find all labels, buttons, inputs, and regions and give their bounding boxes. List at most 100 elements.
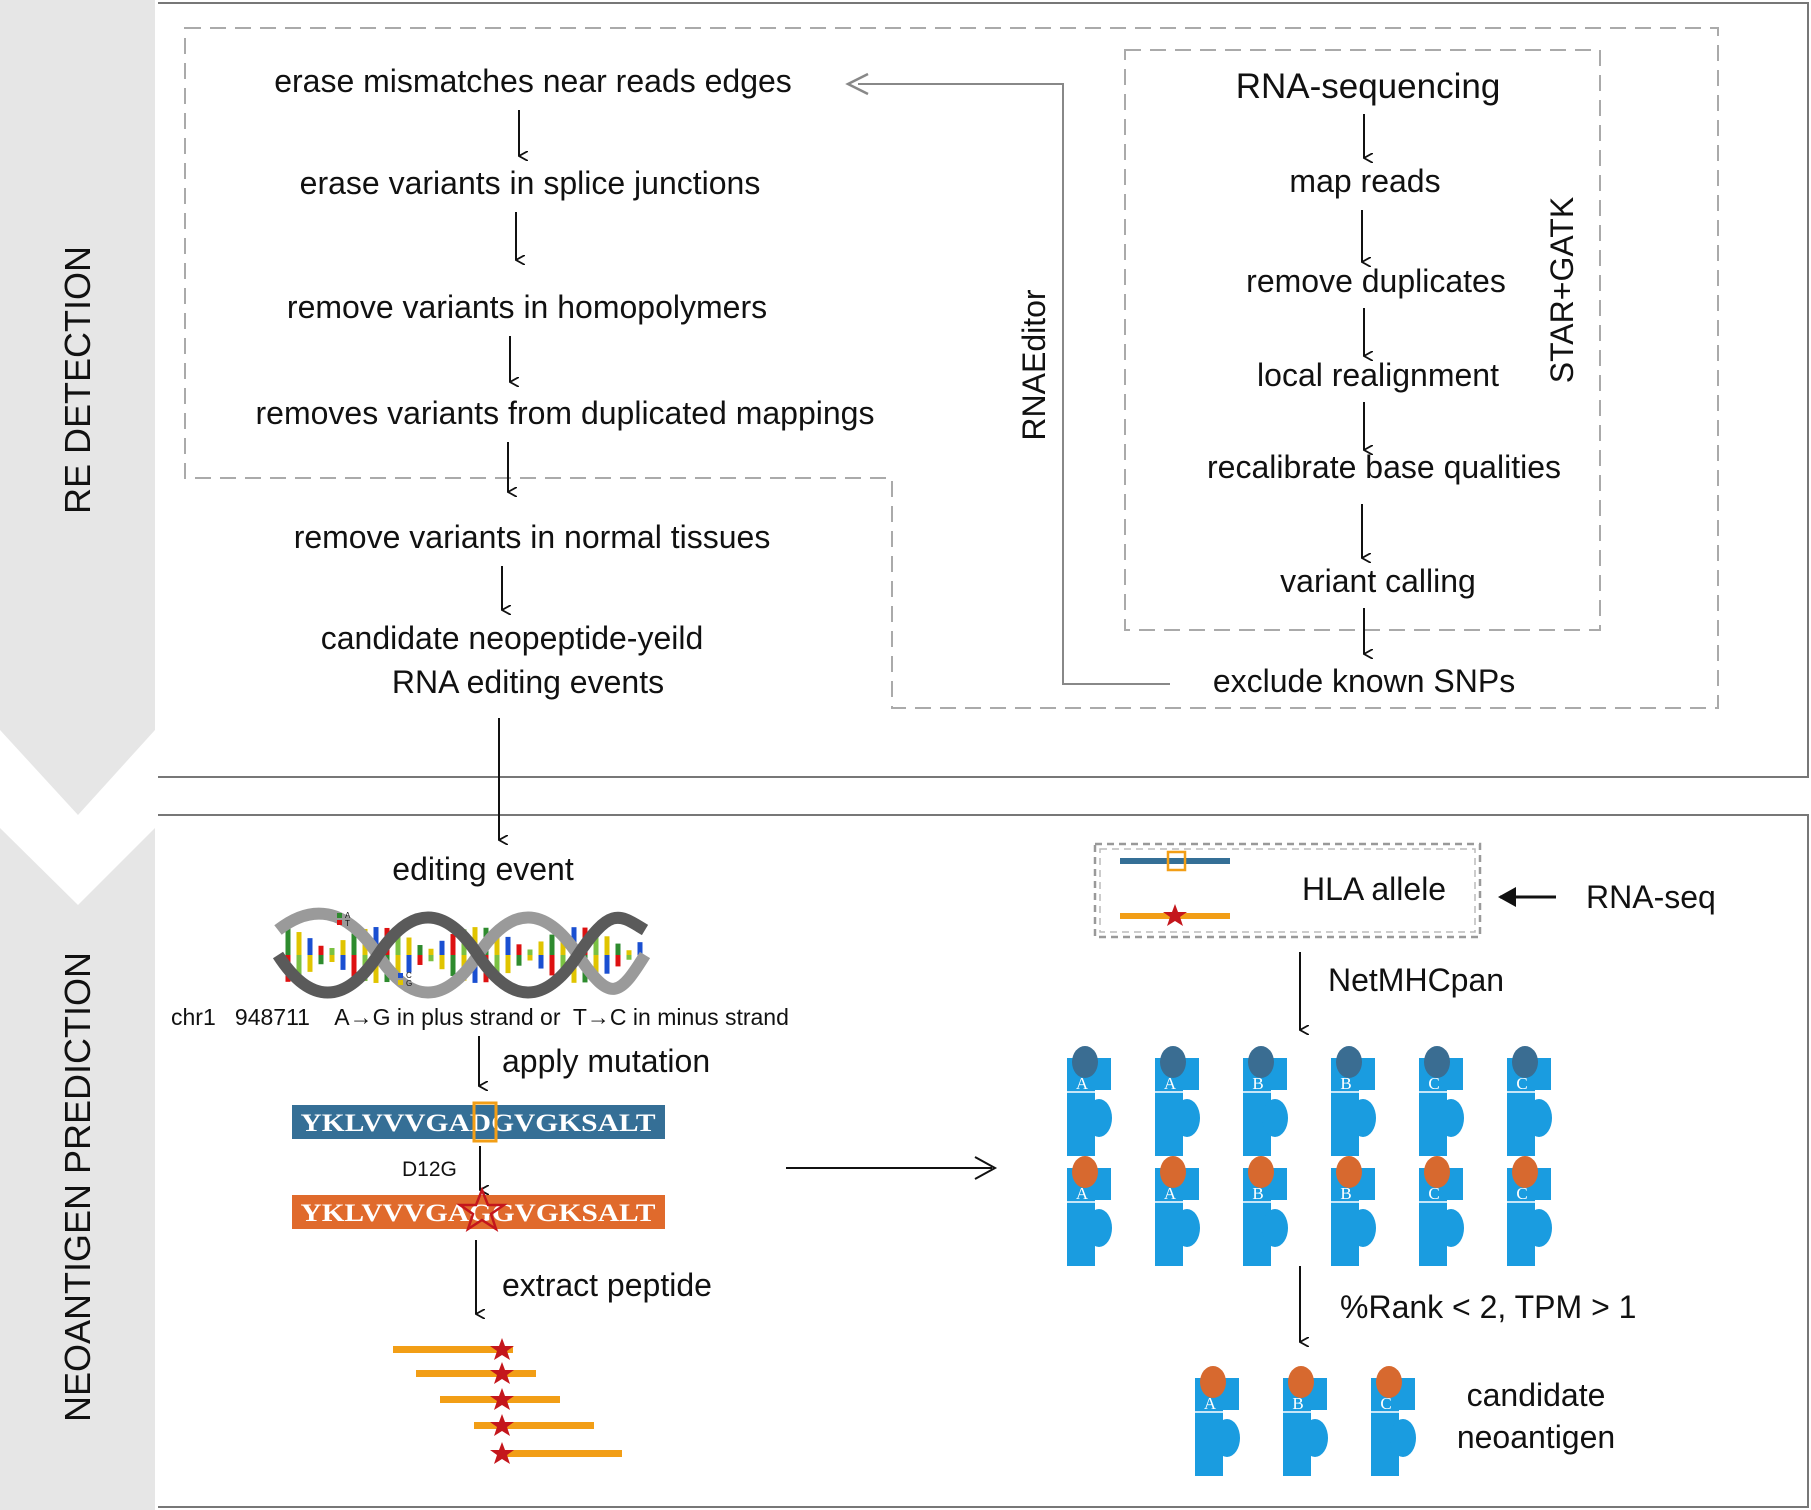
step-duplicated-mappings: removes variants from duplicated mapping… (256, 395, 875, 431)
extracted-peptides (393, 1338, 622, 1464)
mutation-star-outline (455, 1186, 509, 1232)
mhc-alpha-domain (1447, 1168, 1463, 1200)
mhc-allele-label: A (1076, 1184, 1089, 1203)
rnaeditor-connector-arrowhead (845, 72, 869, 96)
mhc-beta2m (1350, 1099, 1376, 1137)
star-gatk-steps: RNA-sequencing map reads remove duplicat… (1207, 67, 1561, 699)
mhc-beta2m (1350, 1209, 1376, 1247)
mhc-alpha-domain (1183, 1168, 1199, 1200)
mhc-molecule: C (1371, 1366, 1416, 1476)
mutation-star (490, 1362, 514, 1384)
candidate-mhc-group: A B C (1195, 1366, 1416, 1476)
mhc-molecule: A (1067, 1156, 1112, 1266)
mhc-molecule: A (1067, 1046, 1112, 1156)
dna-legend-g-marker (398, 980, 403, 985)
mhc-molecule: A (1155, 1156, 1200, 1266)
dna-helix-illustration: A T C G (272, 907, 651, 999)
step-remove-duplicates: remove duplicates (1246, 263, 1506, 299)
hla-allele-box (1093, 842, 1482, 939)
mhc-molecule: A (1195, 1366, 1240, 1476)
arrow-rna-seq-head (1498, 887, 1516, 907)
hla-mutant-star (1163, 904, 1187, 926)
peptide-fragment (474, 1422, 594, 1429)
dna-strand-front (272, 911, 649, 999)
apply-mutation-label: apply mutation (502, 1043, 710, 1079)
mutation-label: D12G (402, 1158, 457, 1181)
mhc-peptide (1248, 1046, 1274, 1078)
star-gatk-arrows (1361, 114, 1364, 654)
step-erase-mismatches: erase mismatches near reads edges (274, 63, 792, 99)
mhc-alpha-domain (1311, 1378, 1327, 1410)
step-recalibrate-base: recalibrate base qualities (1207, 449, 1561, 485)
mhc-allele-label: B (1292, 1394, 1303, 1413)
step-variant-calling: variant calling (1280, 563, 1476, 599)
mhc-alpha-domain (1535, 1058, 1551, 1090)
mhc-alpha-domain (1271, 1168, 1287, 1200)
mhc-allele-label: B (1340, 1074, 1351, 1093)
sidebar-band-neoantigen (0, 828, 155, 1510)
mhc-allele-label: C (1380, 1394, 1391, 1413)
mhc-alpha-domain (1399, 1378, 1415, 1410)
mhc-alpha-domain (1359, 1058, 1375, 1090)
rnaeditor-arrows (501, 110, 519, 610)
neoantigen-frame (158, 814, 1809, 1508)
mhc-peptide (1512, 1046, 1538, 1078)
mhc-allele-label: A (1076, 1074, 1089, 1093)
mhc-peptide (1424, 1156, 1450, 1188)
mutation-site-highlight (472, 1101, 498, 1143)
mhc-peptide (1248, 1156, 1274, 1188)
mhc-molecule: C (1419, 1156, 1464, 1266)
mhc-molecule: B (1283, 1366, 1328, 1476)
step-candidate-neopeptide: candidate neopeptide-yeild (321, 620, 704, 656)
sidebar: RE DETECTION NEOANTIGEN PREDICTION (0, 0, 155, 1510)
mhc-alpha-domain (1095, 1168, 1111, 1200)
mhc-peptide (1072, 1156, 1098, 1188)
peptide-fragment (393, 1346, 513, 1353)
mhc-allele-label: C (1428, 1184, 1439, 1203)
mhc-allele-label: B (1340, 1184, 1351, 1203)
dashed-groups (184, 27, 1719, 709)
candidate-label-line2: neoantigen (1457, 1419, 1615, 1455)
step-erase-splice: erase variants in splice junctions (300, 165, 761, 201)
mutation-star (490, 1338, 514, 1360)
step-map-reads: map reads (1289, 163, 1440, 199)
star-gatk-dashed-box (1124, 49, 1601, 631)
mhc-beta2m (1390, 1419, 1416, 1457)
mhc-peptide (1160, 1046, 1186, 1078)
mhc-allele-label: C (1516, 1074, 1527, 1093)
mhc-peptide (1072, 1046, 1098, 1078)
rnaeditor-steps: erase mismatches near reads edges erase … (256, 63, 875, 700)
mhc-beta2m (1262, 1209, 1288, 1247)
section-label-re-detection: RE DETECTION (57, 246, 98, 514)
dna-legend-t-marker (337, 920, 342, 925)
mhc-peptide (1288, 1366, 1314, 1398)
wild-peptide-bar (292, 1105, 665, 1139)
mhc-molecule: C (1419, 1046, 1464, 1156)
step-homopolymers: remove variants in homopolymers (287, 289, 767, 325)
filter-label: %Rank < 2, TPM > 1 (1340, 1289, 1636, 1325)
mhc-beta2m (1438, 1099, 1464, 1137)
mhc-beta2m (1526, 1099, 1552, 1137)
netmhcpan-label: NetMHCpan (1328, 962, 1504, 998)
mhc-alpha-domain (1359, 1168, 1375, 1200)
mhc-molecule: C (1507, 1156, 1552, 1266)
dna-legend-a: A (345, 911, 351, 920)
mhc-beta2m (1262, 1099, 1288, 1137)
hla-wild-bar (1120, 858, 1230, 864)
mhc-allele-label: A (1164, 1074, 1177, 1093)
peptide-fragment (416, 1370, 536, 1377)
section-label-neoantigen-prediction: NEOANTIGEN PREDICTION (57, 952, 98, 1422)
rnaeditor-label: RNAEditor (1016, 289, 1052, 441)
step-normal-tissues: remove variants in normal tissues (294, 519, 771, 555)
mhc-allele-label: C (1516, 1184, 1527, 1203)
mhc-allele-label: C (1428, 1074, 1439, 1093)
mhc-alpha-domain (1183, 1058, 1199, 1090)
panel-frames (158, 2, 1809, 1508)
mhc-molecule: B (1331, 1046, 1376, 1156)
mhc-allele-label: B (1252, 1184, 1263, 1203)
mhc-alpha-domain (1095, 1058, 1111, 1090)
dna-legend-c-marker (398, 973, 403, 978)
mhc-molecule: B (1243, 1046, 1288, 1156)
